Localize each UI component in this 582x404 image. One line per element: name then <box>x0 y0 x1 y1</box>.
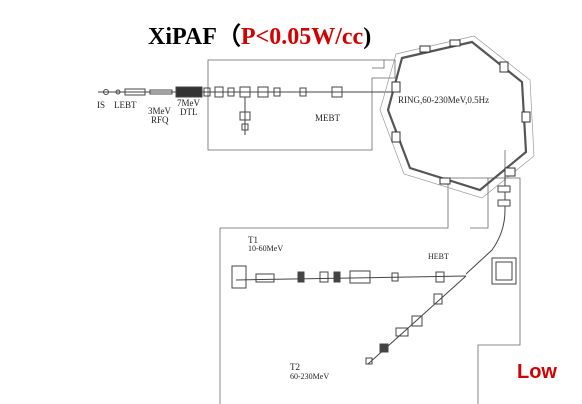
title-open-paren: （ <box>216 24 241 50</box>
target-box <box>491 257 517 285</box>
dtl-tank <box>175 86 203 98</box>
title-main: XiPAF <box>148 24 217 50</box>
label-ring: RING,60-230MeV,0.5Hz <box>398 95 490 105</box>
label-mebt: MEBT <box>315 113 341 123</box>
hebt-line <box>465 175 517 285</box>
label-hebt: HEBT <box>428 252 449 261</box>
label-t2: T2 <box>290 362 300 372</box>
diagram-title: XiPAF（P<0.05W/cc) <box>148 16 371 51</box>
label-dtl: DTL <box>180 107 198 117</box>
t1-target <box>231 265 247 289</box>
experimental-hall-outline <box>220 177 521 404</box>
label-rfq: RFQ <box>151 115 169 125</box>
label-is: IS <box>97 100 106 110</box>
label-rfq-energy: 3MeV <box>148 106 171 116</box>
label-dtl-energy: 7MeV <box>177 98 200 108</box>
t2-beamline <box>365 275 467 365</box>
low-text: Low <box>517 361 557 383</box>
label-lebt: LEBT <box>114 100 137 110</box>
title-close-paren: ) <box>363 24 372 50</box>
label-t1-energy: 10-60MeV <box>248 244 284 253</box>
title-spec: P<0.05W/cc <box>240 24 364 50</box>
label-t2-energy: 60-230MeV <box>290 372 330 381</box>
t1-beamline <box>231 265 467 289</box>
linac-hall-outline <box>207 59 396 151</box>
linac-beamline <box>98 86 395 135</box>
label-t1: T1 <box>248 235 258 245</box>
synchrotron-ring <box>386 40 528 192</box>
hall-step <box>372 60 385 69</box>
